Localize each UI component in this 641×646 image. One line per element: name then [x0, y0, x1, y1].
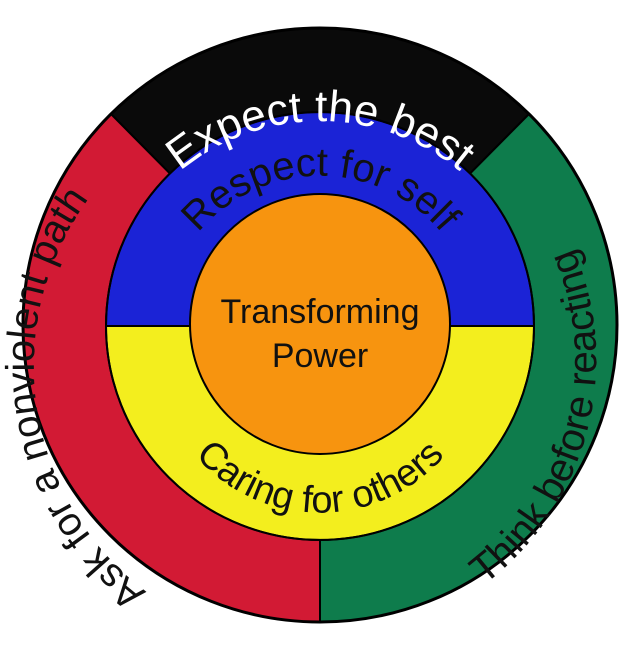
transforming-power-center	[189, 193, 451, 455]
transforming-label: Transforming	[220, 293, 419, 331]
power-label: Power	[272, 337, 368, 375]
outer-ring-outline	[21, 26, 619, 624]
middle-ring-outline	[105, 111, 535, 541]
